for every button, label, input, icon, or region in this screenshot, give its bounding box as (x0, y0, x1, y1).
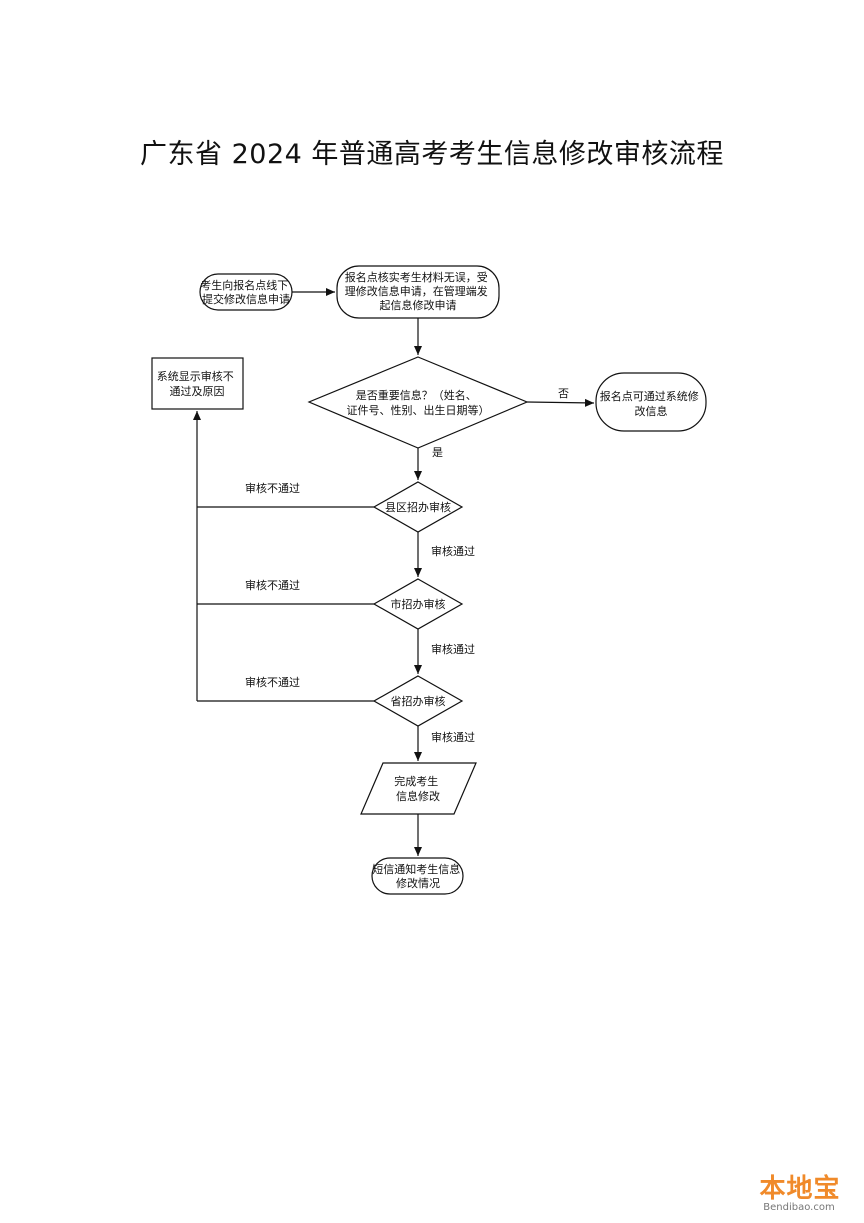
edge-label-pass-county: 审核通过 (431, 544, 475, 558)
node-decision-line-2: 证件号、性别、出生日期等） (347, 403, 490, 417)
node-complete-line-1: 完成考生 (394, 774, 438, 788)
edge-label-fail-province: 审核不通过 (245, 675, 300, 689)
node-city-review: 市招办审核 (372, 578, 464, 630)
node-direct-line-1: 报名点可通过系统修 (600, 389, 699, 403)
edge-decision-to-direct (526, 398, 595, 407)
node-reject-text: 系统显示审核不 通过及原因 (157, 369, 238, 398)
node-start-text: 考生向报名点线下 提交修改信息申请 (200, 278, 292, 306)
node-sms-line-1: 短信通知考生信息 (372, 862, 460, 876)
node-verify: 报名点核实考生材料无误，受 理修改信息申请，在管理端发 起信息修改申请 (336, 265, 500, 319)
node-verify-text: 报名点核实考生材料无误，受 理修改信息申请，在管理端发 起信息修改申请 (345, 270, 492, 312)
node-decision-text: 是否重要信息？（姓名、 证件号、性别、出生日期等） (347, 388, 490, 417)
edge-label-fail-city: 审核不通过 (245, 578, 300, 592)
node-province-text: 省招办审核 (391, 694, 446, 708)
node-verify-line-2: 理修改信息申请，在管理端发 (345, 284, 488, 298)
node-complete-line-2: 信息修改 (396, 789, 440, 803)
node-sms: 短信通知考生信息 修改情况 (371, 857, 464, 895)
node-direct: 报名点可通过系统修 改信息 (595, 372, 707, 432)
node-start-line-2: 提交修改信息申请 (202, 292, 290, 306)
page-title: 广东省 2024 年普通高考考生信息修改审核流程 (140, 139, 724, 170)
node-start-line-1: 考生向报名点线下 (200, 278, 288, 292)
edge-label-fail-county: 审核不通过 (245, 481, 300, 495)
node-sms-text: 短信通知考生信息 修改情况 (372, 862, 464, 890)
edge-label-pass-city: 审核通过 (431, 642, 475, 656)
node-county-text: 县区招办审核 (385, 500, 451, 514)
node-complete: 完成考生 信息修改 (360, 762, 477, 815)
edge-label-yes: 是 (432, 446, 443, 459)
node-verify-line-1: 报名点核实考生材料无误，受 (345, 270, 488, 284)
connectors (193, 288, 595, 856)
node-reject-line-2: 通过及原因 (170, 385, 225, 398)
node-decision: 是否重要信息？（姓名、 证件号、性别、出生日期等） (307, 356, 529, 449)
node-sms-line-2: 修改情况 (396, 876, 440, 890)
node-start: 考生向报名点线下 提交修改信息申请 (199, 273, 293, 311)
bendibao-logo: 本地宝 Bendibao.com (744, 1168, 854, 1218)
node-county-review: 县区招办审核 (372, 481, 464, 533)
node-reject: 系统显示审核不 通过及原因 (151, 357, 244, 410)
node-verify-line-3: 起信息修改申请 (380, 298, 457, 312)
logo-text-cn: 本地宝 (759, 1174, 841, 1204)
node-direct-line-2: 改信息 (635, 404, 668, 418)
node-direct-text: 报名点可通过系统修 改信息 (600, 389, 703, 418)
node-province-review: 省招办审核 (372, 675, 464, 727)
node-reject-line-1: 系统显示审核不 (157, 369, 234, 383)
edge-label-pass-province: 审核通过 (431, 730, 475, 744)
node-decision-line-1: 是否重要信息？（姓名、 (356, 388, 477, 402)
edge-label-no: 否 (558, 387, 569, 400)
node-city-text: 市招办审核 (391, 597, 446, 611)
logo-text-en: Bendibao.com (763, 1202, 835, 1213)
node-complete-text: 完成考生 信息修改 (394, 774, 442, 803)
